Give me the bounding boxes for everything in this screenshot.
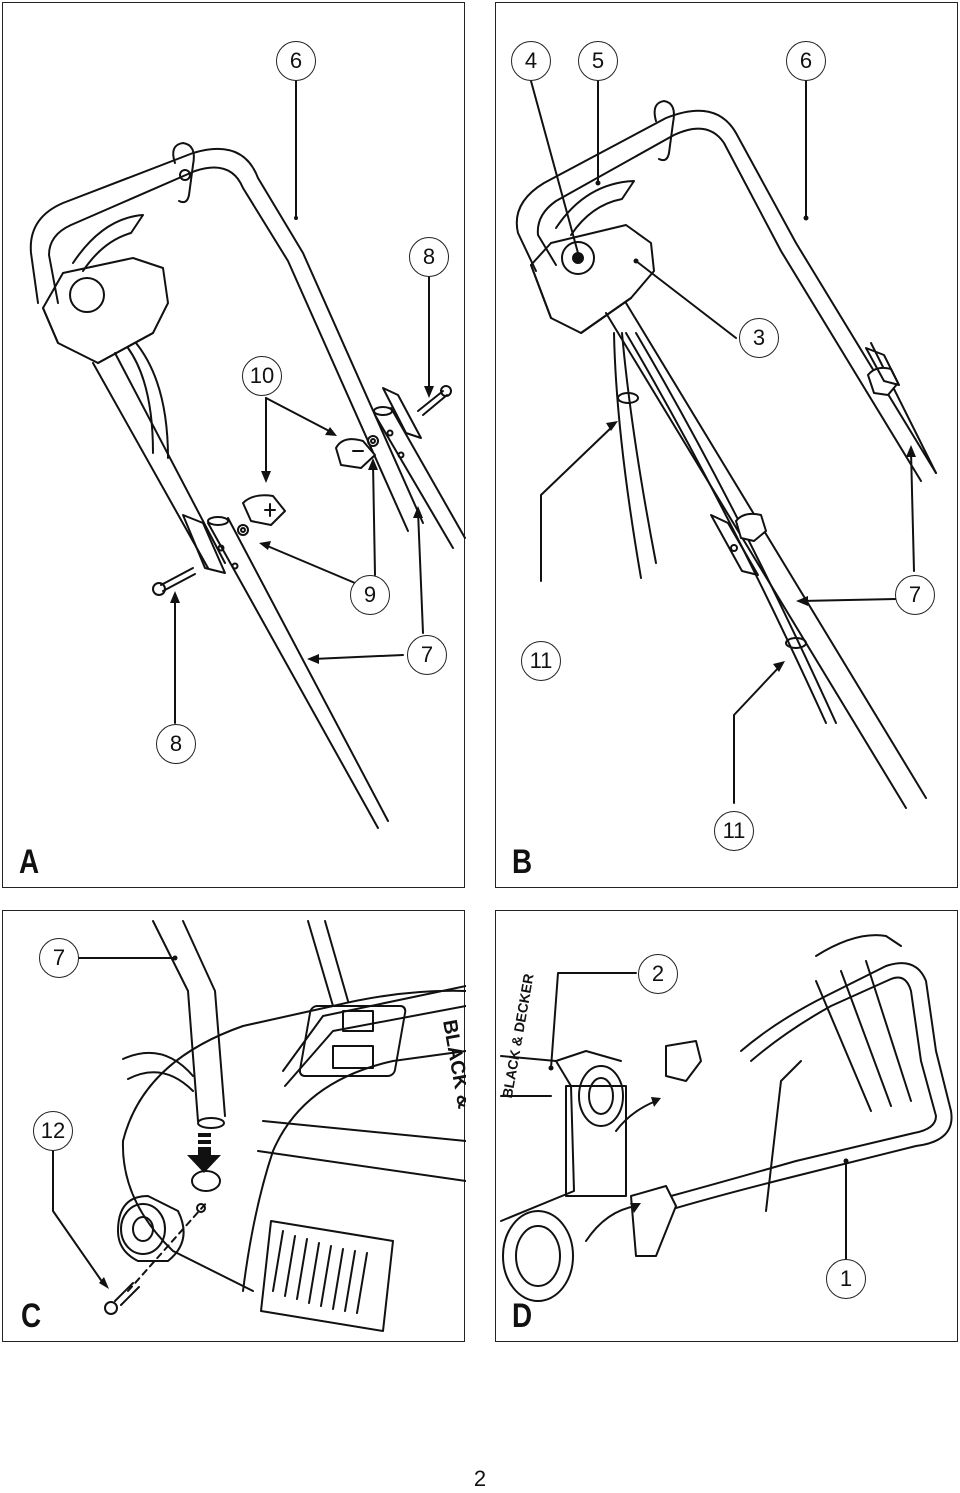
panel-label: B — [512, 843, 533, 881]
callout-10: 10 — [242, 356, 282, 396]
callout-9: 9 — [350, 575, 390, 615]
figure-panel-d: BLACK & DECKER 2 1 D — [495, 910, 958, 1342]
callout-5: 5 — [578, 41, 618, 81]
page-number: 2 — [473, 1466, 487, 1491]
handle-assembly-illustration — [29, 80, 466, 829]
figure-panel-a: 6 8 10 9 7 8 A — [2, 2, 466, 888]
handle-mount-illustration: BLACK & — [52, 920, 466, 1332]
panel-label: C — [21, 1297, 42, 1335]
callout-12: 12 — [33, 1111, 73, 1151]
callout-6: 6 — [276, 41, 316, 81]
callout-3: 3 — [739, 318, 779, 358]
callout-6: 6 — [786, 41, 826, 81]
callout-7: 7 — [895, 575, 935, 615]
callout-11: 11 — [714, 811, 754, 851]
cable-clip-illustration — [515, 80, 937, 809]
callout-8: 8 — [156, 724, 196, 764]
brand-logo-text: BLACK & — [438, 1018, 466, 1110]
callout-4: 4 — [511, 41, 551, 81]
callout-2: 2 — [638, 954, 678, 994]
brand-logo-text: BLACK & DECKER — [499, 972, 537, 1099]
callout-11: 11 — [521, 641, 561, 681]
panel-label: A — [19, 843, 40, 881]
grass-box-illustration: BLACK & DECKER — [499, 934, 953, 1302]
figure-panel-c: BLACK & 7 12 C — [2, 910, 466, 1342]
callout-8: 8 — [409, 237, 449, 277]
callout-7: 7 — [39, 938, 79, 978]
figure-panel-b: 4 5 6 3 7 11 11 B — [495, 2, 958, 888]
callout-1: 1 — [826, 1259, 866, 1299]
panel-label: D — [512, 1297, 533, 1335]
callout-7: 7 — [407, 635, 447, 675]
